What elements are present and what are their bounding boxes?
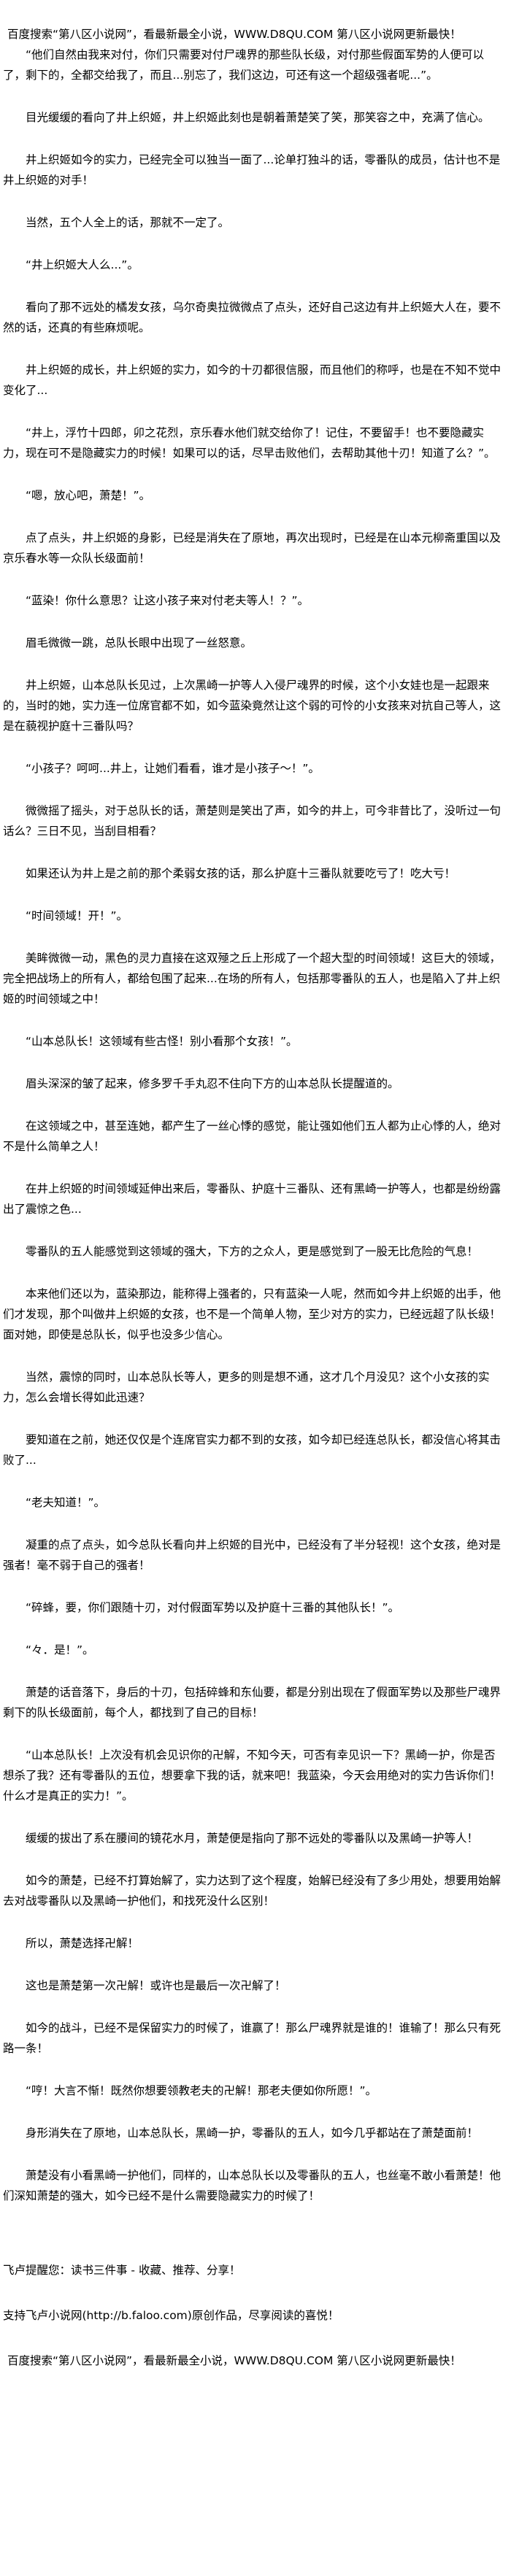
paragraph: “山本总队长！这领域有些古怪！别小看那个女孩！”。 bbox=[26, 1035, 298, 1048]
paragraph: “蓝染！你什么意思？让这小孩子来对付老夫等人！？”。 bbox=[26, 594, 310, 607]
paragraph: “山本总队长！上次没有机会见识你的卍解，不知今天，可否有幸见识一下？黑崎一护，你… bbox=[3, 1748, 502, 1802]
paragraph: 点了点头，井上织姬的身影，已经是消失在了原地，再次出现时，已经是在山本元柳斋重国… bbox=[3, 531, 502, 565]
paragraph: 在井上织姬的时间领域延伸出来后，零番队、护庭十三番队、还有黑崎一护等人，也都是纷… bbox=[3, 1182, 502, 1216]
footer-reminder: 飞卢提醒您：读书三件事 - 收藏、推荐、分享！ bbox=[3, 2264, 241, 2277]
paragraph: 微微摇了摇头，对于总队长的话，萧楚则是笑出了声，如今的井上，可今非昔比了，没听过… bbox=[3, 804, 502, 838]
footer-banner: 百度搜索“第八区小说网”，看最新最全小说，WWW.D8QU.COM 第八区小说网… bbox=[7, 2354, 461, 2367]
paragraph: 在这领域之中，甚至连她，都产生了一丝心悸的感觉，能让强如他们五人都为止心悸的人，… bbox=[3, 1119, 502, 1153]
paragraph: 缓缓的拔出了系在腰间的镜花水月，萧楚便是指向了那不远处的零番队以及黑崎一护等人！ bbox=[26, 1832, 479, 1845]
chapter-body: “他们自然由我来对付，你们只需要对付尸魂界的那些队长级，对付那些假面军势的人便可… bbox=[3, 45, 505, 2206]
paragraph: 目光缓缓的看向了井上织姬，井上织姬此刻也是朝着萧楚笑了笑，那笑容之中，充满了信心… bbox=[26, 111, 490, 124]
paragraph: 这也是萧楚第一次卍解！或许也是最后一次卍解了！ bbox=[26, 1979, 286, 1992]
chapter-page: 百度搜索“第八区小说网”，看最新最全小说，WWW.D8QU.COM 第八区小说网… bbox=[3, 28, 505, 2367]
paragraph: “碎蜂，要，你们跟随十刃，对付假面军势以及护庭十三番的其他队长！”。 bbox=[26, 1601, 400, 1614]
footer-support: 支持飞卢小说网(http://b.faloo.com)原创作品，尽享阅读的喜悦！ bbox=[3, 2309, 339, 2322]
paragraph: 萧楚没有小看黑崎一护他们，同样的，山本总队长以及零番队的五人，也丝毫不敢小看萧楚… bbox=[3, 2169, 502, 2202]
paragraph: 身形消失在了原地，山本总队长，黑崎一护，零番队的五人，如今几乎都站在了萧楚面前！ bbox=[26, 2126, 479, 2140]
paragraph: 所以，萧楚选择卍解！ bbox=[26, 1937, 139, 1950]
paragraph: 井上织姬的成长，井上织姬的实力，如今的十刃都很信服，而且他们的称呼，也是在不知不… bbox=[3, 363, 502, 397]
paragraph: “井上，浮竹十四郎，卯之花烈，京乐春水他们就交给你了！记住，不要留手！也不要隐藏… bbox=[3, 426, 496, 460]
paragraph: 眉毛微微一跳，总队长眼中出现了一丝怒意。 bbox=[26, 636, 253, 649]
paragraph: 要知道在之前，她还仅仅是个连席官实力都不到的女孩，如今却已经连总队长，都没信心将… bbox=[3, 1433, 502, 1467]
paragraph: 井上织姬，山本总队长见过，上次黑崎一护等人入侵尸魂界的时候，这个小女娃也是一起跟… bbox=[3, 679, 502, 733]
paragraph: 如今的战斗，已经不是保留实力的时候了，谁赢了！那么尸魂界就是谁的！谁输了！那么只… bbox=[3, 2021, 502, 2055]
paragraph: 零番队的五人能感觉到这领域的强大，下方的之众人，更是感觉到了一股无比危险的气息！ bbox=[26, 1245, 479, 1258]
paragraph: 凝重的点了点头，如今总队长看向井上织姬的目光中，已经没有了半分轻视！这个女孩，绝… bbox=[3, 1538, 502, 1572]
paragraph: 如果还认为井上是之前的那个柔弱女孩的话，那么护庭十三番队就要吃亏了！吃大亏！ bbox=[26, 867, 456, 880]
paragraph: 当然，震惊的同时，山本总队长等人，更多的则是想不通，这才几个月没见？这个小女孩的… bbox=[3, 1370, 490, 1404]
header-banner: 百度搜索“第八区小说网”，看最新最全小说，WWW.D8QU.COM 第八区小说网… bbox=[7, 28, 461, 41]
paragraph: “时间领域！开！”。 bbox=[26, 909, 128, 922]
paragraph: “哼！大言不惭！既然你想要领教老夫的卍解！那老夫便如你所愿！”。 bbox=[26, 2084, 377, 2097]
paragraph: “他们自然由我来对付，你们只需要对付尸魂界的那些队长级，对付那些假面军势的人便可… bbox=[3, 48, 485, 82]
paragraph: “嗯，放心吧，萧楚！”。 bbox=[26, 489, 151, 502]
spacer bbox=[3, 2228, 505, 2260]
paragraph: “老夫知道！”。 bbox=[26, 1496, 106, 1509]
paragraph: “井上织姬大人么...”。 bbox=[26, 258, 139, 271]
paragraph: 当然，五个人全上的话，那就不一定了。 bbox=[26, 216, 230, 229]
paragraph: 本来他们还以为，蓝染那边，能称得上强者的，只有蓝染一人呢，然而如今井上织姬的出手… bbox=[3, 1287, 502, 1341]
paragraph: “々．是！”。 bbox=[26, 1643, 94, 1657]
paragraph: 看向了那不远处的橘发女孩，乌尔奇奥拉微微点了点头，还好自己这边有井上织姬大人在，… bbox=[3, 301, 502, 334]
paragraph: 美眸微微一动，黑色的灵力直接在这双殛之丘上形成了一个超大型的时间领域！这巨大的领… bbox=[3, 952, 502, 1006]
paragraph: 眉头深深的皱了起来，修多罗千手丸忍不住向下方的山本总队长提醒道的。 bbox=[26, 1077, 399, 1090]
paragraph: “小孩子？呵呵...井上，让她们看看，谁才是小孩子～！”。 bbox=[26, 762, 320, 775]
paragraph: 萧楚的话音落下，身后的十刃，包括碎蜂和东仙要，都是分别出现在了假面军势以及那些尸… bbox=[3, 1686, 502, 1719]
paragraph: 如今的萧楚，已经不打算始解了，实力达到了这个程度，始解已经没有了多少用处，想要用… bbox=[3, 1874, 502, 1908]
paragraph: 井上织姬如今的实力，已经完全可以独当一面了...论单打独斗的话，零番队的成员，估… bbox=[3, 153, 501, 187]
